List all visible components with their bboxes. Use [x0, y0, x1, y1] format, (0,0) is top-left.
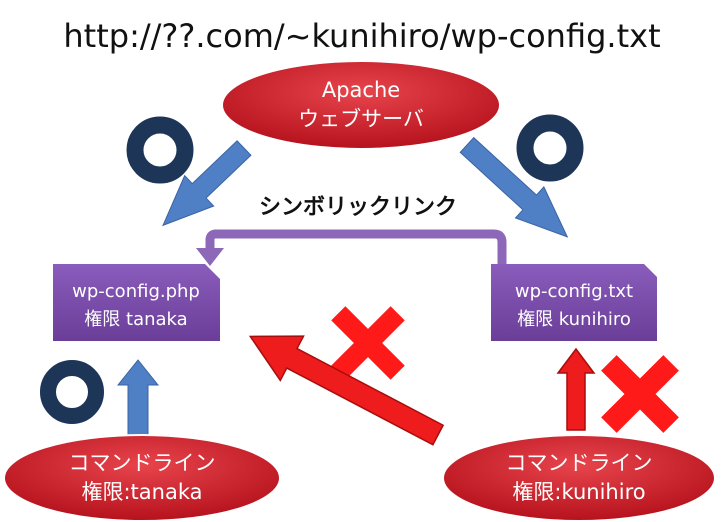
file-php-name: wp-config.php — [72, 281, 200, 302]
arrow-kunihiro-to-txt-denied — [556, 347, 596, 431]
cmd-kunihiro-permission: 権限:kunihiro — [512, 480, 645, 504]
circle-ok-icon — [126, 116, 194, 184]
cmd-tanaka-permission: 権限:tanaka — [81, 480, 202, 504]
circle-ok-icon — [40, 360, 104, 424]
apache-label: Apache — [322, 78, 400, 102]
arrow-kunihiro-to-php-denied — [248, 335, 445, 446]
apache-webserver-node: Apache ウェブサーバ — [221, 60, 501, 150]
file-txt-permission: 権限 kunihiro — [517, 309, 631, 330]
cmd-tanaka-label: コマンドライン — [69, 451, 216, 475]
file-txt-name: wp-config.txt — [515, 281, 633, 302]
arrow-apache-to-txt — [459, 136, 569, 238]
symlink-arrow — [196, 229, 507, 266]
arrow-apache-to-php — [162, 140, 252, 227]
cmd-kunihiro-label: コマンドライン — [506, 451, 653, 475]
file-wp-config-php: wp-config.php 権限 tanaka — [53, 264, 220, 341]
webserver-label: ウェブサーバ — [298, 107, 424, 131]
circle-ok-icon — [516, 114, 584, 182]
file-wp-config-txt: wp-config.txt 権限 kunihiro — [491, 264, 657, 341]
url-title: http://??.com/~kunihiro/wp-config.txt — [63, 17, 660, 55]
file-php-permission: 権限 tanaka — [84, 309, 187, 330]
cross-ng-icon — [601, 355, 679, 433]
cmd-kunihiro-node: コマンドライン 権限:kunihiro — [442, 434, 716, 522]
symlink-label: シンボリックリンク — [259, 195, 457, 220]
arrow-tanaka-to-php — [116, 359, 160, 436]
cross-ng-icon — [331, 306, 405, 380]
cmd-tanaka-node: コマンドライン 権限:tanaka — [3, 434, 281, 522]
